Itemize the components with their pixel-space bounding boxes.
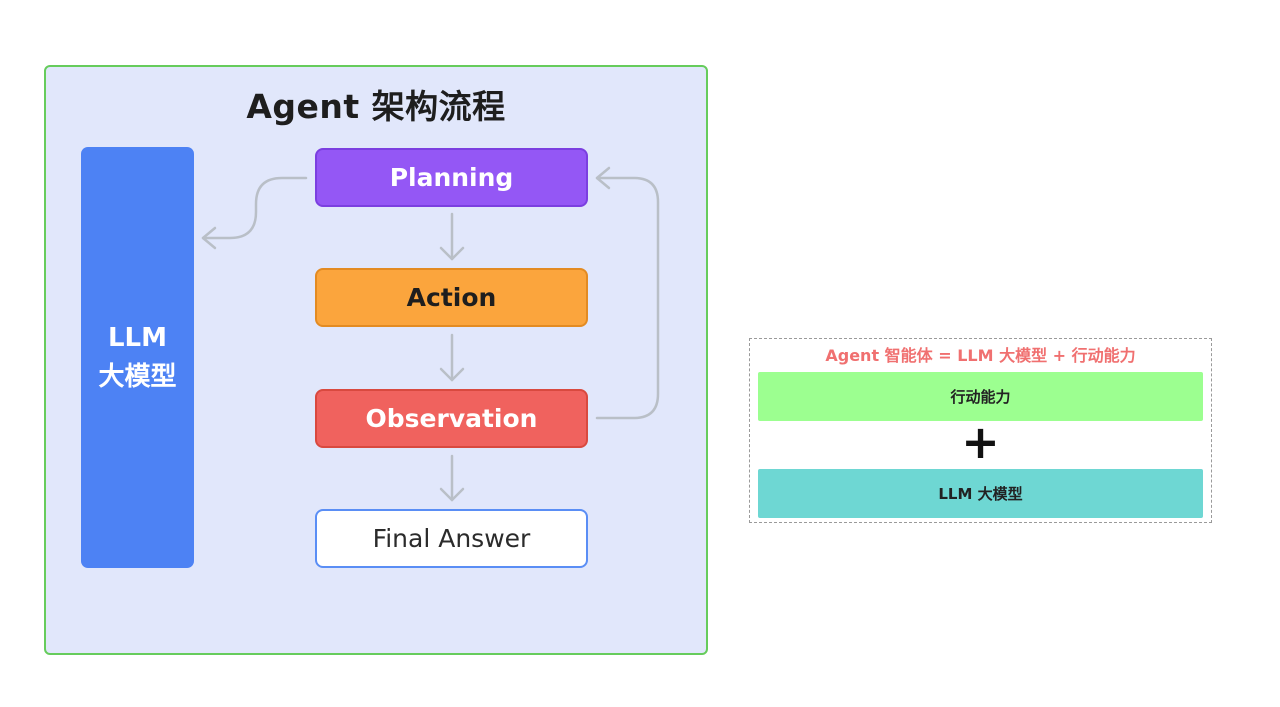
llm-block: LLM 大模型 [81,147,194,568]
plus-sign: + [961,415,1000,469]
planning-node: Planning [315,148,588,207]
action-node: Action [315,268,588,327]
llm-model-row: LLM 大模型 [758,469,1203,518]
observation-node: Observation [315,389,588,448]
agent-formula-card: Agent 智能体 = LLM 大模型 + 行动能力 行动能力 + LLM 大模… [749,338,1212,523]
llm-block-label: LLM [107,322,167,353]
formula-title: Agent 智能体 = LLM 大模型 + 行动能力 [825,346,1136,365]
final-answer-label: Final Answer [372,524,531,553]
action-label: Action [406,283,497,312]
planning-label: Planning [389,163,514,192]
action-capability-row: 行动能力 [758,372,1203,421]
observation-label: Observation [365,404,538,433]
diagram-title: Agent 架构流程 [246,87,506,126]
final-answer-node: Final Answer [315,509,588,568]
llm-block-sublabel: 大模型 [98,361,177,392]
